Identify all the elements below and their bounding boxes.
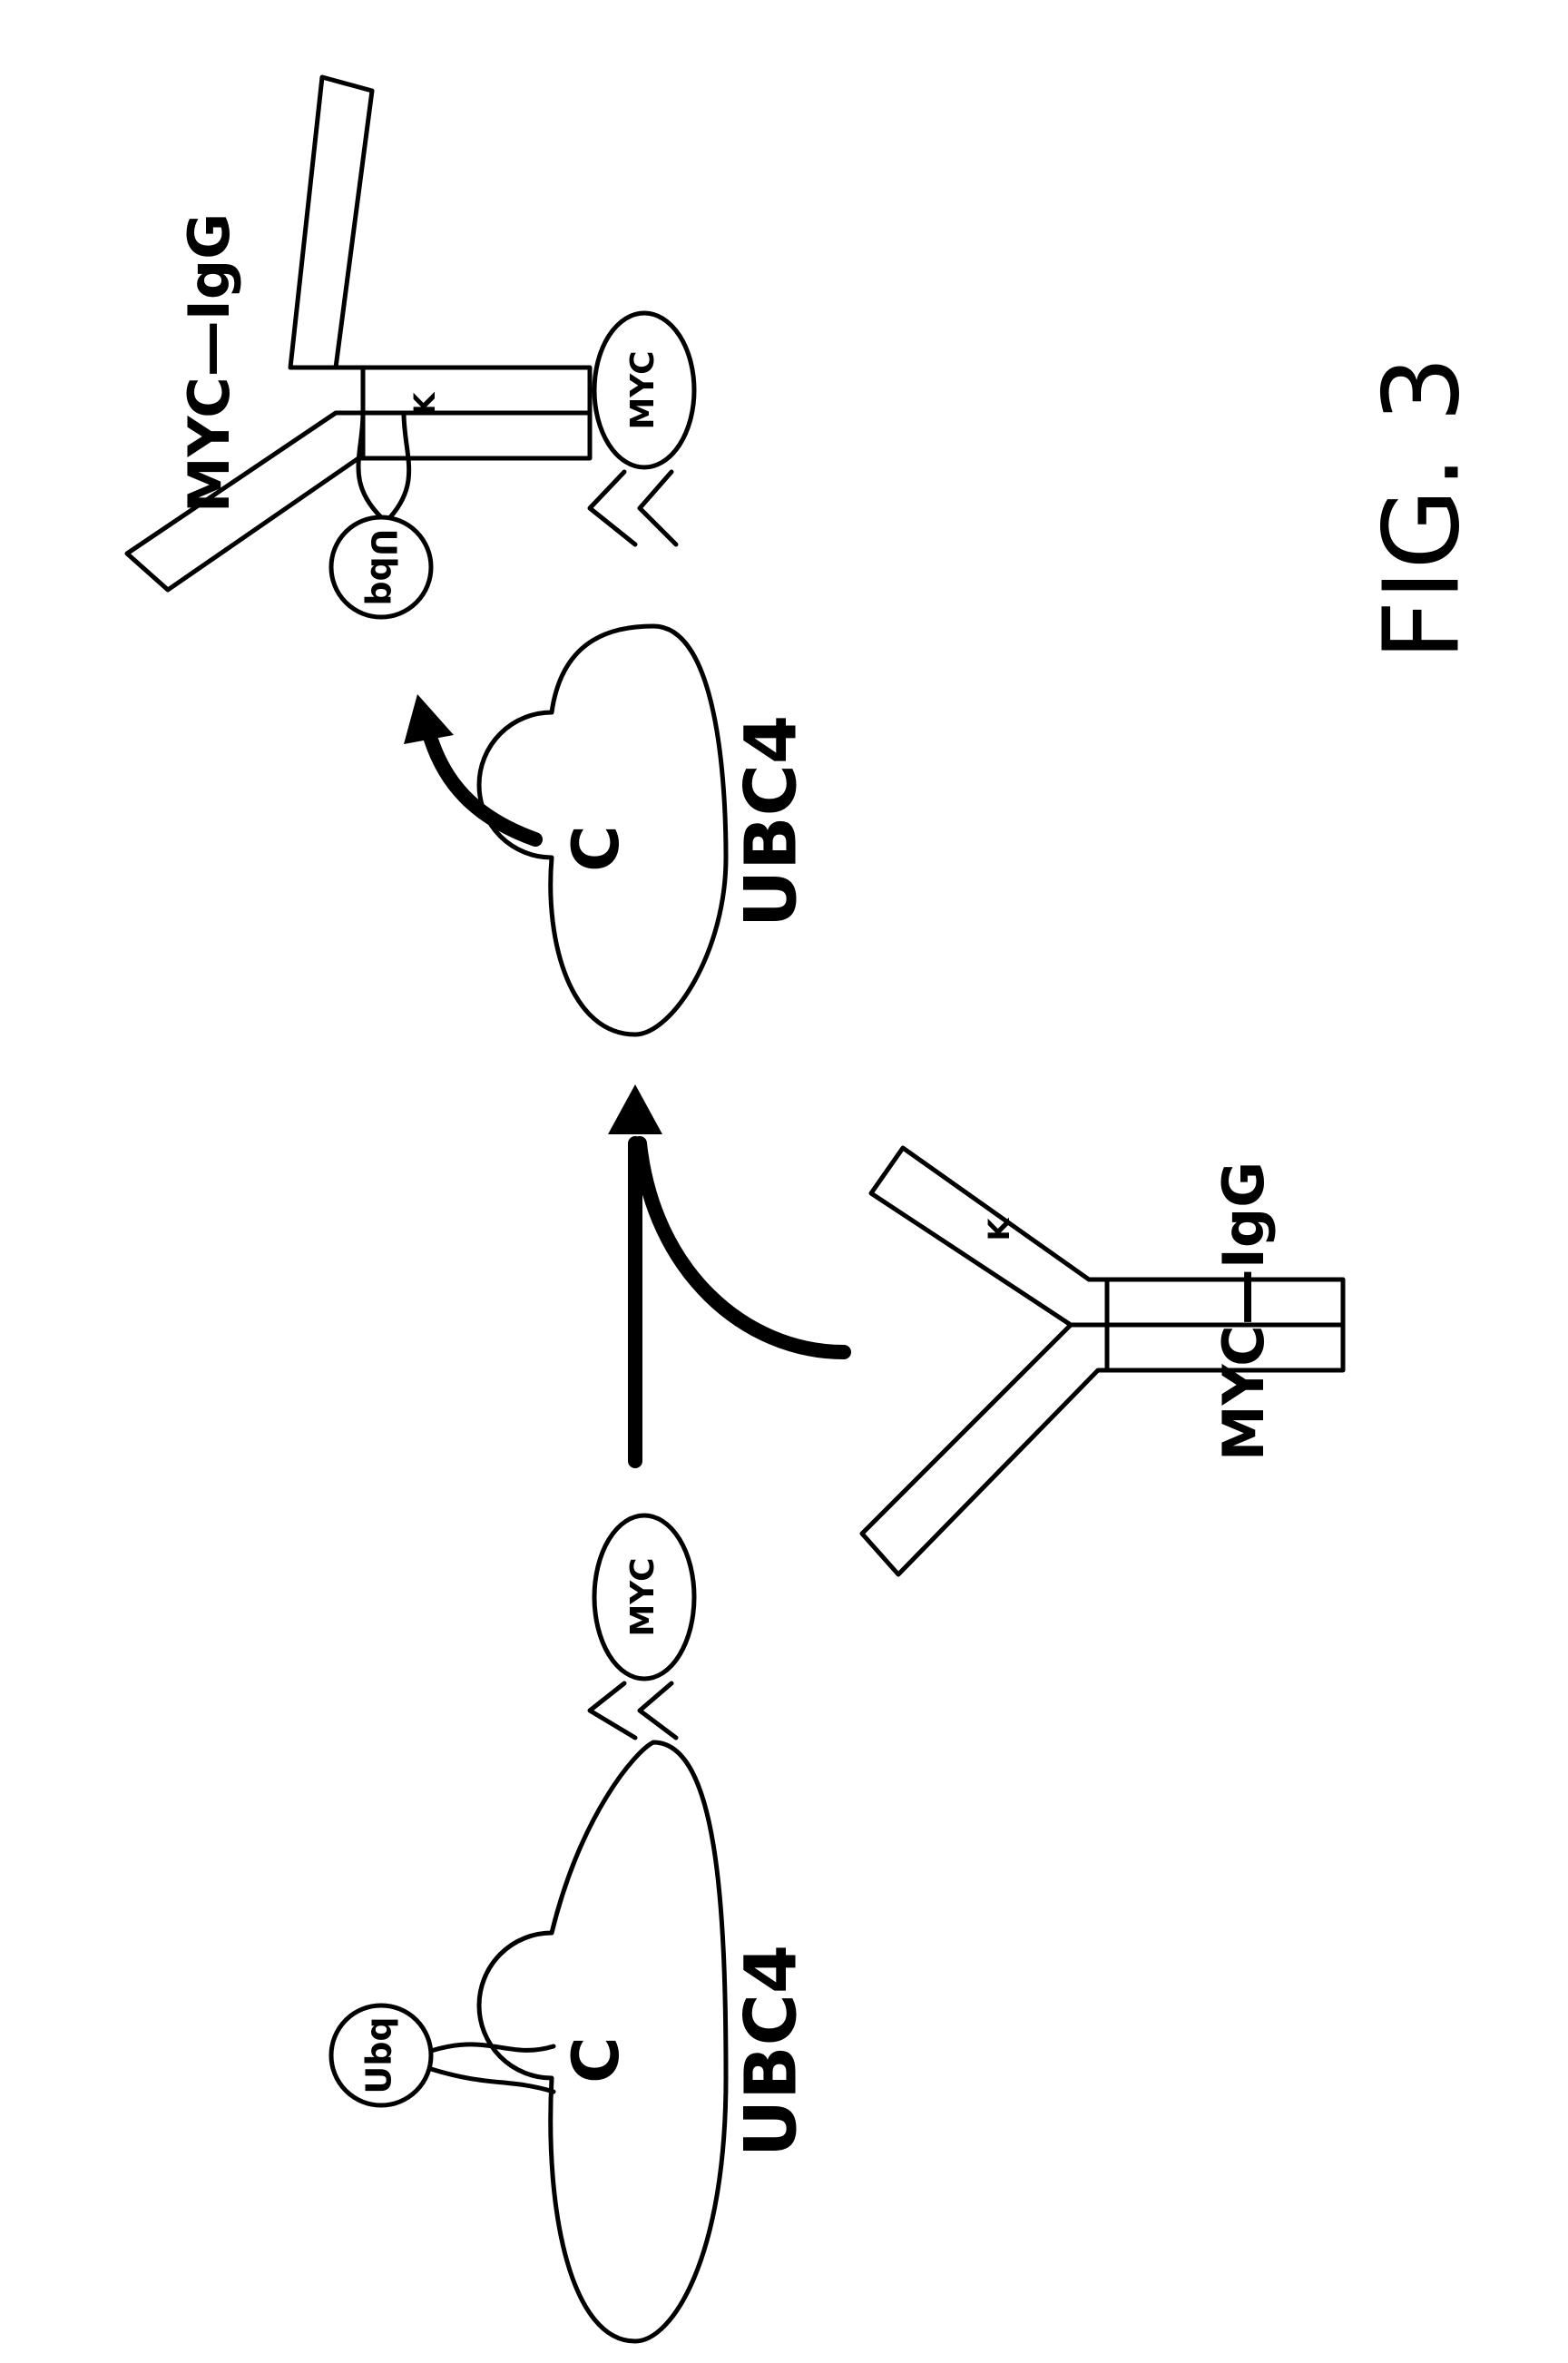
thioester-bond-left bbox=[428, 2042, 556, 2094]
transfer-arrow-curve bbox=[424, 732, 543, 847]
antibody-bound-arm-right bbox=[288, 74, 375, 370]
figure-label: FIG. 3 bbox=[1362, 356, 1484, 660]
myc-tag-right bbox=[592, 310, 697, 470]
ubc4-transfer-state: Ubq K MYC—IgG MYC C UBC4 bbox=[124, 74, 812, 1037]
antibody-label-free: MYC—IgG bbox=[1210, 1162, 1277, 1461]
ubiquitin-left bbox=[328, 2003, 434, 2108]
antibody-free-fc-left bbox=[1104, 1322, 1346, 1373]
reaction-arrow bbox=[608, 1084, 851, 1468]
antibody-join-curve bbox=[632, 1136, 851, 1359]
antibody-bound-arm-left bbox=[124, 410, 366, 593]
reaction-arrow-head bbox=[608, 1084, 662, 1134]
ubc4-enzyme-left bbox=[476, 1740, 729, 2344]
ubc4-label-right: UBC4 bbox=[730, 715, 812, 927]
lysine-label-bound: K bbox=[407, 391, 442, 415]
transfer-arrow-head bbox=[404, 694, 454, 744]
linker-right bbox=[587, 469, 679, 547]
ubc4-charged-state: Ubq C MYC UBC4 bbox=[328, 1513, 812, 2344]
antibody-label-bound: MYC—IgG bbox=[176, 213, 242, 513]
myc-label-right: MYC bbox=[624, 350, 662, 429]
myc-tag-left bbox=[592, 1513, 697, 1682]
antibody-free-fc-right bbox=[1104, 1277, 1346, 1328]
lysine-label-free: K bbox=[982, 1217, 1016, 1240]
antibody-free-arm-left bbox=[859, 1322, 1110, 1577]
cysteine-label-right: C bbox=[559, 825, 633, 871]
ubiquitin-label-right: Ubq bbox=[364, 528, 404, 605]
ubiquitin-label-left: Ubq bbox=[359, 2016, 399, 2093]
myc-label-left: MYC bbox=[624, 1557, 662, 1636]
antibody-free: K MYC—IgG bbox=[859, 1145, 1346, 1577]
antibody-bound-fc-right bbox=[360, 365, 593, 416]
ubc4-label-left: UBC4 bbox=[730, 1945, 812, 2157]
isopeptide-bond-right bbox=[356, 410, 412, 520]
ubc4-enzyme-right bbox=[476, 623, 729, 1037]
antibody-bound-fc-left bbox=[360, 410, 593, 461]
cysteine-label-left: C bbox=[559, 2036, 633, 2083]
linker-left bbox=[587, 1681, 679, 1740]
